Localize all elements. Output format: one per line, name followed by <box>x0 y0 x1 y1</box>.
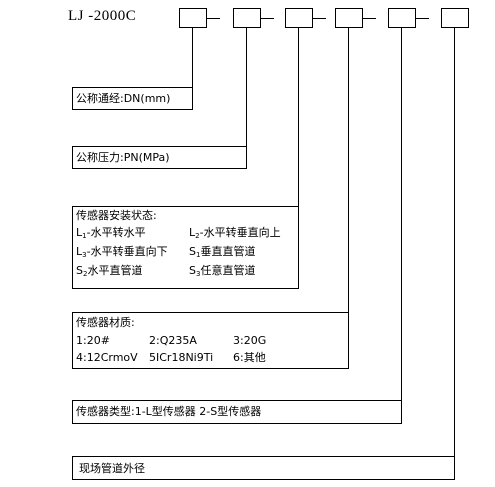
install-s1-sub: 1 <box>195 251 201 259</box>
install-s2-sub: 2 <box>82 270 88 278</box>
sensor-type-box: 传感器类型:1-L型传感器 2-S型传感器 <box>72 400 402 424</box>
code-box-6 <box>441 8 469 28</box>
code-box-5 <box>388 8 416 28</box>
connector-1-v <box>192 28 193 98</box>
material-option-3: 3:20G <box>233 334 267 347</box>
dash-4 <box>363 18 376 19</box>
nominal-pressure-label: 公称压力:PN(MPa) <box>76 151 170 164</box>
pipe-diameter-label: 现场管道外径 <box>79 462 145 475</box>
sensor-type-label: 传感器类型:1-L型传感器 2-S型传感器 <box>76 405 262 418</box>
dash-5 <box>416 18 429 19</box>
install-l2-letter: L <box>189 226 196 239</box>
connector-2-v <box>246 28 247 157</box>
install-l2-text: -水平转垂直向上 <box>199 226 281 239</box>
install-l2: L2-水平转垂直向上 <box>189 226 281 243</box>
install-l3-sub: 3 <box>82 251 87 259</box>
connector-5-v <box>401 28 402 412</box>
install-s2-letter: S <box>76 264 83 277</box>
install-s1: S1垂直直管道 <box>189 245 255 262</box>
code-box-3 <box>285 8 313 28</box>
material-option-4: 4:12CrmoV <box>76 351 138 364</box>
nominal-diameter-label: 公称通经:DN(mm) <box>76 92 171 105</box>
material-title: 传感器材质: <box>76 316 135 329</box>
install-l1-sub: 1 <box>82 232 87 240</box>
nominal-pressure-box: 公称压力:PN(MPa) <box>72 146 247 169</box>
connector-4-v <box>348 28 349 318</box>
install-l1-letter: L <box>76 226 83 239</box>
dash-2 <box>261 18 274 19</box>
install-s3-letter: S <box>189 264 196 277</box>
model-code: LJ -2000C <box>68 8 137 24</box>
install-state-box: 传感器安装状态: L1-水平转水平 L2-水平转垂直向上 L3-水平转垂直向下 … <box>72 206 299 289</box>
dash-1 <box>207 18 220 19</box>
code-box-4 <box>335 8 363 28</box>
pipe-diameter-box: 现场管道外径 <box>72 456 455 480</box>
connector-3-v <box>298 28 299 216</box>
nominal-diameter-box: 公称通经:DN(mm) <box>72 87 193 110</box>
material-option-1: 1:20# <box>76 334 110 347</box>
install-l3: L3-水平转垂直向下 <box>76 245 168 262</box>
install-l1-text: -水平转水平 <box>86 226 146 239</box>
material-box: 传感器材质: 1:20# 2:Q235A 3:20G 4:12CrmoV 5IC… <box>72 312 349 369</box>
install-s2-text: 水平直管道 <box>87 264 143 277</box>
install-s3-sub: 3 <box>195 270 201 278</box>
dash-3 <box>313 18 326 19</box>
install-l3-letter: L <box>76 245 83 258</box>
install-s2: S2水平直管道 <box>76 264 142 281</box>
install-s1-letter: S <box>189 245 196 258</box>
install-s3-text: 任意直管道 <box>200 264 256 277</box>
connector-6-v <box>454 28 455 468</box>
install-s3: S3任意直管道 <box>189 264 255 281</box>
install-state-title: 传感器安装状态: <box>76 209 157 222</box>
material-option-6: 6:其他 <box>233 351 266 364</box>
install-l1: L1-水平转水平 <box>76 226 146 243</box>
install-s1-text: 垂直直管道 <box>200 245 256 258</box>
material-option-2: 2:Q235A <box>149 334 197 347</box>
install-l2-sub: 2 <box>195 232 200 240</box>
material-option-5: 5ICr18Ni9Ti <box>149 351 214 364</box>
code-box-2 <box>233 8 261 28</box>
code-box-1 <box>179 8 207 28</box>
install-l3-text: -水平转垂直向下 <box>86 245 168 258</box>
